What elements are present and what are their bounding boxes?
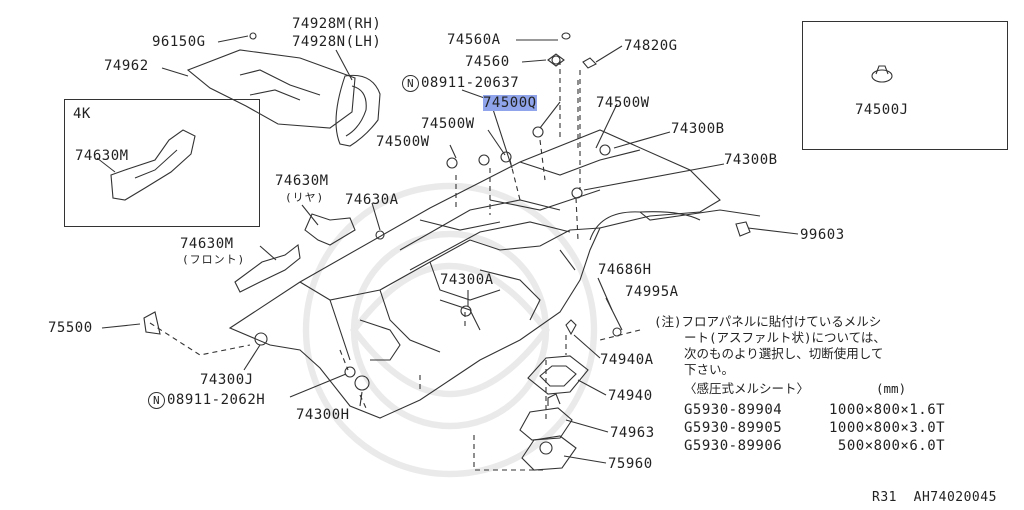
callout-74560: 74560 xyxy=(465,54,510,70)
note-row-size: 1000×800×3.0T xyxy=(829,420,946,436)
callout-74630M-front: 74630M xyxy=(180,236,234,252)
callout-74300H: 74300H xyxy=(296,407,350,423)
callout-74500W-a: 74500W xyxy=(421,116,475,132)
n-symbol-icon: N xyxy=(148,392,165,409)
bracket-4k-drawing xyxy=(96,129,196,201)
callout-74820G: 74820G xyxy=(624,38,678,54)
callout-74940: 74940 xyxy=(608,388,653,404)
note-row-size: 1000×800×1.6T xyxy=(829,402,946,418)
callout-74686H: 74686H xyxy=(598,262,652,278)
note-line-1: (注)フロアパネルに貼付けているメルシ xyxy=(654,314,882,329)
note-row-part: G5930-89905 xyxy=(684,420,783,436)
inset-4k-label: 4K xyxy=(73,106,91,122)
note-row-size: 500×800×6.0T xyxy=(829,438,946,454)
callout-74300J: 74300J xyxy=(200,372,254,388)
note-line-4: 下さい。 xyxy=(684,362,735,377)
note-row-part: G5930-89906 xyxy=(684,438,783,454)
note-header-right: (mm) xyxy=(876,381,907,396)
n-symbol-icon: N xyxy=(402,75,419,92)
callout-74500J: 74500J xyxy=(855,102,909,118)
rear-note: (リヤ) xyxy=(285,191,325,204)
watermark-crest xyxy=(302,182,598,478)
callout-74928M: 74928M(RH) xyxy=(292,16,382,32)
clip-74500J-drawing xyxy=(871,65,893,83)
callout-75960: 75960 xyxy=(608,456,653,472)
inset-4k-box: 4K 74630M xyxy=(64,99,260,227)
callout-74630M-rear: 74630M xyxy=(275,173,329,189)
note-row-part: G5930-89904 xyxy=(684,402,783,418)
callout-74995A: 74995A xyxy=(625,284,679,300)
callout-74560A: 74560A xyxy=(447,32,501,48)
clip-icons xyxy=(249,32,751,391)
rear-panel-74962 xyxy=(186,49,356,129)
callout-74300B-a: 74300B xyxy=(671,121,725,137)
reference-code: R31 AH74020045 xyxy=(872,490,997,505)
callout-74500Q-highlighted: 74500Q xyxy=(483,95,537,111)
callout-96150G: 96150G xyxy=(152,34,206,50)
note-line-2: ート(アスファルト状)については、 xyxy=(684,330,886,345)
bracket-74630M-front xyxy=(234,243,301,293)
inset-74500J-box: 74500J xyxy=(802,21,1008,150)
main-floor-panel xyxy=(228,129,721,419)
callout-74962: 74962 xyxy=(104,58,149,74)
callout-99603: 99603 xyxy=(800,227,845,243)
wheelhouse-74928 xyxy=(335,74,381,147)
note-header-left: 〈感圧式メルシート〉 xyxy=(684,381,810,396)
callout-74630A: 74630A xyxy=(345,192,399,208)
front-note: (フロント) xyxy=(182,253,246,266)
callout-74928N: 74928N(LH) xyxy=(292,34,382,50)
callout-74500W-c: 74500W xyxy=(596,95,650,111)
callout-74940A: 74940A xyxy=(600,352,654,368)
plate-75960 xyxy=(521,435,577,471)
callout-74300B-b: 74300B xyxy=(724,152,778,168)
mount-74963 xyxy=(519,407,573,441)
bracket-74630M-rear xyxy=(304,213,356,246)
callout-74963: 74963 xyxy=(610,425,655,441)
callout-74500W-b: 74500W xyxy=(376,134,430,150)
callout-74630M-4k: 74630M xyxy=(75,148,129,164)
note-line-3: 次のものより選択し、切断使用して xyxy=(684,346,884,361)
callout-75500: 75500 xyxy=(48,320,93,336)
callout-74300A: 74300A xyxy=(440,272,494,288)
plate-74940 xyxy=(527,355,589,395)
